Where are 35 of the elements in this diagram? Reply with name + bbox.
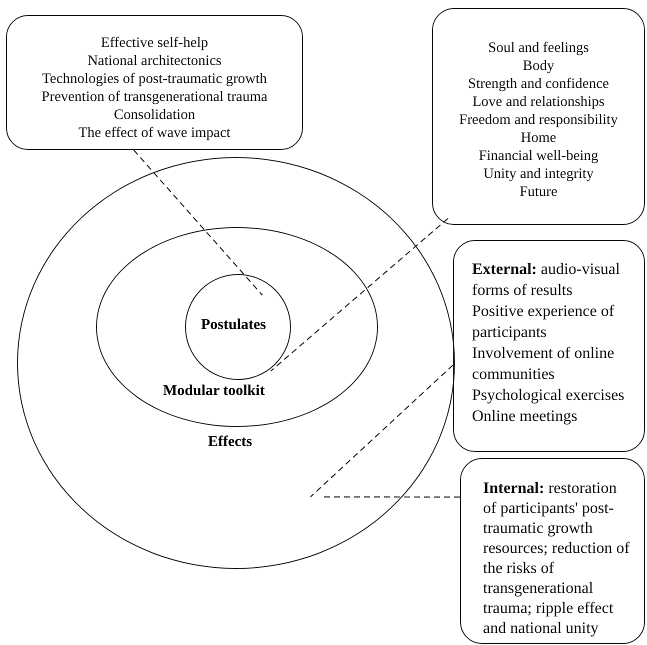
list-item: Freedom and responsibility — [458, 111, 619, 129]
leader-line — [310, 364, 454, 498]
list-item: Psychological exercises — [472, 386, 626, 406]
list-item: Love and relationships — [471, 93, 606, 111]
list-item: National architectonics — [86, 52, 223, 70]
list-item: Online meetings — [472, 407, 578, 427]
leader-line — [270, 218, 448, 372]
list-item: Prevention of transgenerational trauma — [40, 88, 268, 106]
list-item: Financial well-being — [478, 147, 600, 165]
circle-label: Postulates — [201, 317, 266, 334]
list-item: Home — [520, 129, 558, 147]
outer-circle — [17, 157, 455, 569]
text-box — [6, 15, 303, 150]
text-box — [453, 240, 645, 452]
leader-line — [324, 496, 460, 498]
list-item: Involvement of online communities — [472, 344, 616, 385]
inner-circle — [185, 274, 291, 380]
list-item: Soul and feelings — [487, 39, 590, 57]
circle-label: Modular toolkit — [163, 383, 265, 400]
list-item: Future — [518, 183, 558, 201]
list-item: Technologies of post-traumatic growth — [41, 70, 268, 88]
circle-label: Effects — [208, 434, 252, 451]
list-item: Body — [522, 57, 556, 75]
list-item: Consolidation — [112, 106, 196, 124]
text-box — [432, 8, 645, 225]
list-item: Internal: restoration of participants' post-traumatic growth resources; reduction of the risks of transgenerational trauma; ripple effect and national unity — [483, 479, 631, 639]
list-item: Strength and confidence — [467, 75, 610, 93]
list-item: Effective self-help — [100, 34, 210, 52]
leader-line — [133, 150, 263, 296]
middle-circle — [96, 227, 378, 427]
list-item: Unity and integrity — [482, 165, 595, 183]
list-item: Positive experience of participants — [472, 302, 616, 343]
list-item: External: audio-visual forms of results — [472, 260, 621, 301]
list-item: The effect of wave impact — [78, 124, 232, 142]
text-box — [460, 458, 645, 644]
